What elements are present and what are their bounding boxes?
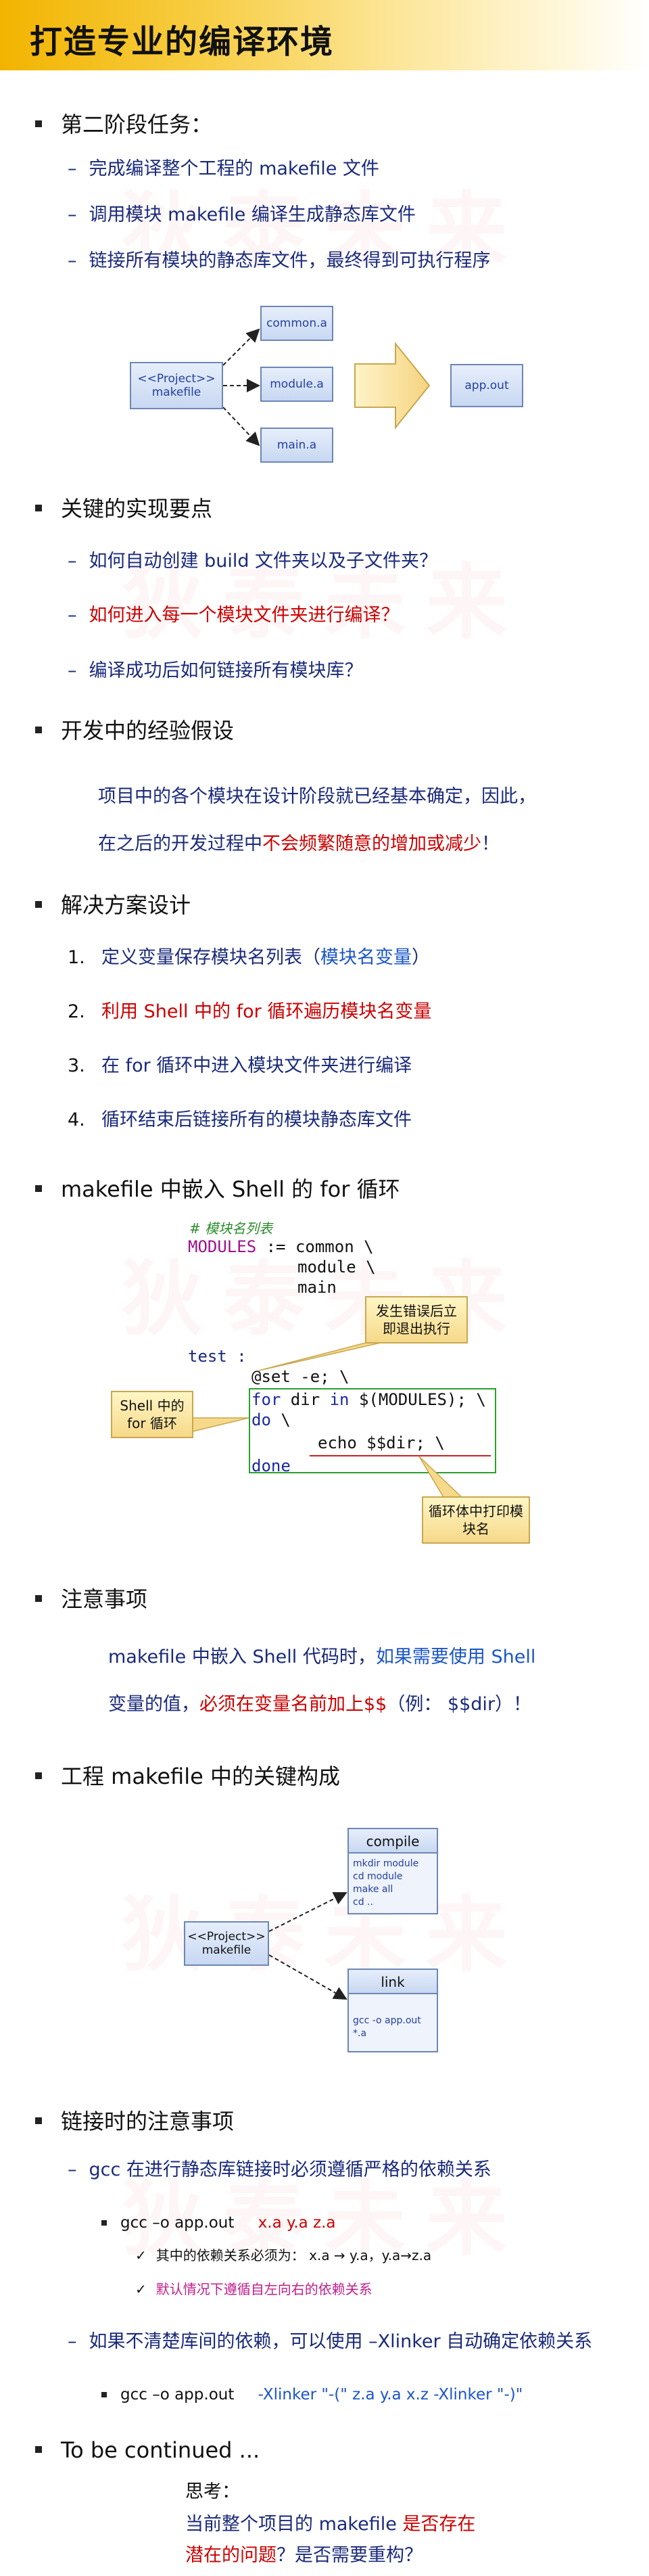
big-arrow [354, 342, 431, 430]
common-lib-box: common.a [260, 306, 333, 341]
section-heading: 关键的实现要点 [35, 495, 212, 522]
code-echo: echo $$dir; \ [318, 1433, 445, 1452]
note-line-1: makefile 中嵌入 Shell 代码时，如果需要使用 Shell [108, 1647, 536, 1668]
main-lib-box: main.a [260, 428, 333, 463]
list-item: –调用模块 makefile 编译生成静态库文件 [68, 204, 416, 225]
section-heading: To be continued ... [35, 2437, 260, 2464]
list-item: –链接所有模块的静态库文件，最终得到可执行程序 [68, 250, 491, 271]
link-title: link [349, 1970, 437, 1994]
check-item: ✓默认情况下遵循自左向右的依赖关系 [135, 2281, 372, 2297]
build-diagram: <<Project>>makefile common.a module.a ma… [0, 291, 649, 480]
callout-shell-for: Shell 中的 for 循环 [111, 1391, 193, 1438]
section-heading: 解决方案设计 [35, 892, 191, 919]
app-out-box: app.out [450, 364, 523, 407]
check-item: ✓其中的依赖关系必须为： x.a → y.a，y.a→z.a [135, 2247, 432, 2263]
compile-step: mkdir module [353, 1858, 419, 1869]
callout-print-module: 循环体中打印模块名 [422, 1496, 530, 1544]
page-title: 打造专业的编译环境 [30, 23, 335, 61]
compile-step: cd .. [353, 1897, 373, 1908]
title-bar: 打造专业的编译环境 [0, 0, 649, 70]
project-box: <<Project>>makefile [184, 1921, 269, 1966]
solution-step: 1.定义变量保存模块名列表（模块名变量） [68, 947, 430, 968]
list-item: –完成编译整个工程的 makefile 文件 [68, 158, 379, 179]
solution-step: 4.循环结束后链接所有的模块静态库文件 [68, 1109, 412, 1130]
section-heading: 工程 makefile 中的关键构成 [35, 1763, 340, 1790]
compile-class-box: compile mkdir module cd module make all … [347, 1828, 438, 1914]
code-done: done [251, 1456, 291, 1475]
solution-step: 2.利用 Shell 中的 for 循环遍历模块名变量 [68, 1001, 432, 1022]
compile-step: make all [353, 1884, 393, 1895]
check-icon: ✓ [135, 2281, 147, 2297]
list-item: –如何自动创建 build 文件夹以及子文件夹？ [68, 551, 438, 572]
code-comment: # 模块名列表 [189, 1220, 273, 1237]
list-item: –如果不清楚库间的依赖，可以使用 –Xlinker 自动确定依赖关系 [68, 2331, 593, 2352]
callout-exit-on-error: 发生错误后立即退出执行 [365, 1296, 468, 1343]
section-heading: 链接时的注意事项 [35, 2108, 234, 2135]
think-label: 思考： [185, 2481, 240, 2502]
section-heading: 开发中的经验假设 [35, 717, 234, 744]
callout-pointers [192, 1339, 468, 1502]
link-step: gcc -o app.out *.a [353, 2015, 421, 2039]
code-set: @set -e; \ [251, 1367, 350, 1386]
compile-step: cd module [353, 1871, 403, 1882]
question-line-2: 潜在的问题？是否需要重构？ [185, 2545, 423, 2566]
compile-title: compile [349, 1829, 437, 1854]
solution-step: 3.在 for 循环中进入模块文件夹进行编译 [68, 1055, 412, 1076]
code-modules: MODULES := common \ [188, 1237, 374, 1256]
code-for: for dir in $(MODULES); \ [251, 1390, 486, 1409]
list-item: –如何进入每一个模块文件夹进行编译？ [68, 605, 400, 626]
question-line-1: 当前整个项目的 makefile 是否存在 [185, 2514, 476, 2535]
section-heading: makefile 中嵌入 Shell 的 for 循环 [35, 1176, 400, 1203]
assumption-line-1: 项目中的各个模块在设计阶段就已经基本确定，因此， [98, 786, 536, 807]
code-do: do \ [251, 1410, 291, 1429]
module-lib-box: module.a [260, 367, 333, 402]
section-heading: 注意事项 [35, 1586, 147, 1613]
code-main: main [297, 1278, 337, 1297]
makefile-structure-diagram: <<Project>>makefile compile mkdir module… [0, 1820, 649, 2063]
shell-loop-figure: # 模块名列表 MODULES := common \ module \ mai… [0, 1215, 649, 1544]
diagram-arrows [268, 1892, 347, 2000]
note-line-2: 变量的值，必须在变量名前加上$$（例： $$dir）！ [108, 1694, 532, 1715]
code-module: module \ [297, 1258, 376, 1276]
list-item: –编译成功后如何链接所有模块库？ [68, 660, 363, 681]
section-heading: 第二阶段任务： [35, 111, 212, 138]
project-box: <<Project>>makefile [130, 362, 223, 409]
command-line: gcc –o app.out -Xlinker "-(" z.a y.a x.z… [101, 2384, 523, 2406]
check-icon: ✓ [135, 2247, 147, 2263]
echo-underline [310, 1455, 491, 1456]
code-test-target: test : [188, 1347, 247, 1366]
command-line: gcc –o app.out x.a y.a z.a [101, 2212, 336, 2234]
assumption-line-2: 在之后的开发过程中不会频繁随意的增加或减少！ [98, 833, 500, 854]
list-item: –gcc 在进行静态库链接时必须遵循严格的依赖关系 [68, 2159, 491, 2180]
link-class-box: link gcc -o app.out *.a [347, 1969, 438, 2052]
for-loop-box [249, 1388, 496, 1473]
diagram-arrows [222, 328, 431, 446]
